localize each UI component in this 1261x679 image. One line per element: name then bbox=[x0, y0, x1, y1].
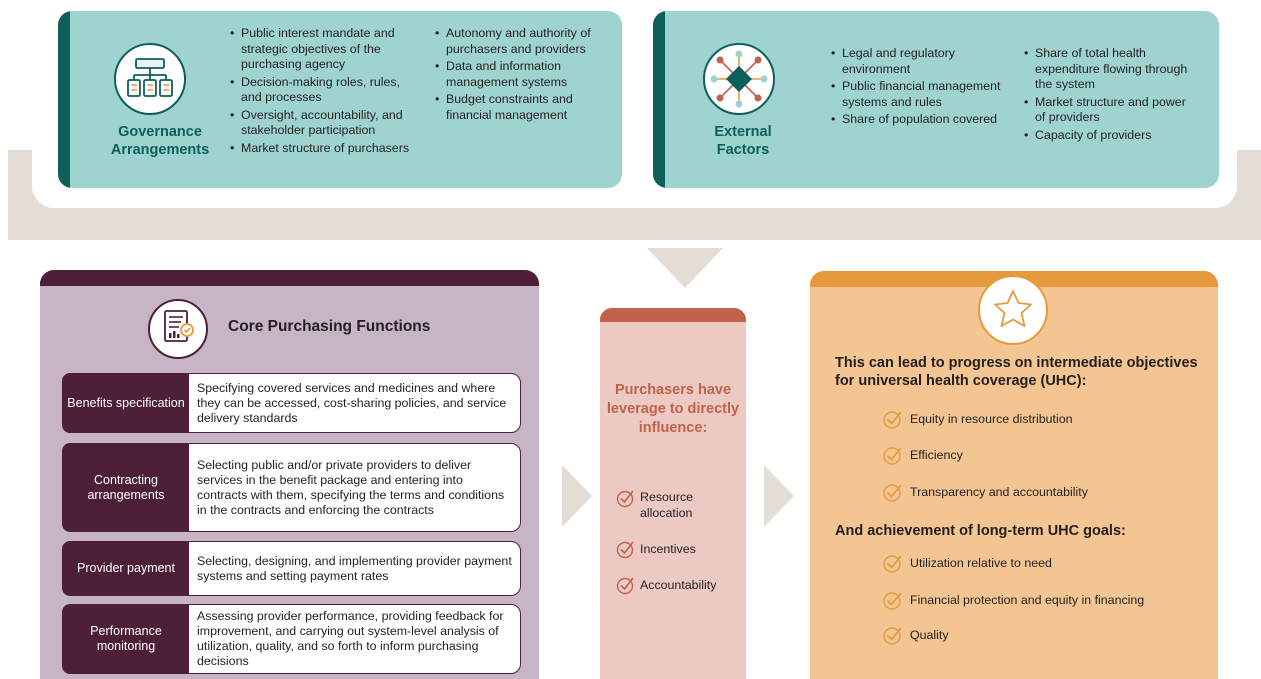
check-circle-icon bbox=[883, 411, 902, 429]
external-title: External Factors bbox=[688, 123, 798, 159]
governance-list-1: Public interest mandate and strategic ob… bbox=[229, 26, 421, 158]
longterm-item: Quality bbox=[910, 628, 949, 642]
check-circle-icon bbox=[883, 555, 902, 573]
intermediate-item: Transparency and accountability bbox=[910, 485, 1088, 499]
governance-item: Budget constraints and financial managem… bbox=[435, 92, 621, 123]
governance-title-line2: Arrangements bbox=[110, 142, 210, 158]
check-circle-icon bbox=[883, 592, 902, 610]
intermediate-item: Efficiency bbox=[910, 448, 963, 462]
org-chart-icon bbox=[114, 43, 186, 115]
longterm-item: Financial protection and equity in finan… bbox=[910, 593, 1145, 607]
right-arrow-1 bbox=[562, 465, 592, 527]
external-list-2: Share of total health expenditure flowin… bbox=[1023, 46, 1195, 145]
row-label-performance: Performance monitoring bbox=[62, 604, 190, 674]
external-item: Legal and regulatory environment bbox=[831, 46, 1002, 77]
core-functions-title: Core Purchasing Functions bbox=[228, 318, 431, 335]
row-text-performance-content: Assessing provider performance, providin… bbox=[197, 609, 504, 668]
external-list-1: Legal and regulatory environment Public … bbox=[830, 46, 1002, 130]
row-text-contracting: Selecting public and/or private provider… bbox=[188, 443, 521, 532]
row-text-performance: Assessing provider performance, providin… bbox=[188, 604, 521, 674]
external-accent-bar bbox=[653, 11, 665, 188]
leverage-accent-bar bbox=[600, 308, 746, 322]
governance-title: Governance Arrangements bbox=[94, 123, 226, 159]
external-title-line1: External bbox=[714, 124, 772, 140]
governance-item: Autonomy and authority of purchasers and… bbox=[435, 26, 621, 57]
longterm-heading: And achievement of long-term UHC goals: bbox=[835, 523, 1126, 539]
external-panel: External Factors Legal and regulatory en… bbox=[653, 11, 1219, 188]
intermediate-item: Equity in resource distribution bbox=[910, 412, 1073, 426]
governance-item: Public interest mandate and strategic ob… bbox=[230, 26, 421, 73]
leverage-heading: Purchasers have leverage to directly inf… bbox=[606, 382, 740, 436]
intermediate-heading: This can lead to progress on intermediat… bbox=[835, 355, 1198, 389]
external-item: Share of population covered bbox=[831, 112, 1002, 128]
check-circle-icon bbox=[883, 484, 902, 502]
governance-item: Decision-making roles, rules, and proces… bbox=[230, 75, 421, 106]
governance-accent-bar bbox=[58, 11, 70, 188]
check-circle-icon bbox=[616, 577, 634, 595]
longterm-item: Utilization relative to need bbox=[910, 556, 1052, 570]
row-text-contracting-content: Selecting public and/or private provider… bbox=[197, 457, 505, 517]
governance-list-2: Autonomy and authority of purchasers and… bbox=[434, 26, 621, 125]
leverage-panel bbox=[600, 308, 746, 679]
right-arrow-2 bbox=[764, 465, 794, 527]
core-functions-accent-bar bbox=[40, 270, 539, 286]
network-diamond-icon bbox=[703, 43, 775, 115]
external-item: Capacity of providers bbox=[1024, 128, 1195, 144]
governance-title-line1: Governance bbox=[118, 124, 202, 140]
external-title-line2: Factors bbox=[716, 142, 770, 158]
external-item: Public financial management systems and … bbox=[831, 79, 1002, 110]
leverage-item: Resource allocation bbox=[640, 490, 694, 520]
external-item: Market structure and power of providers bbox=[1024, 95, 1195, 126]
down-arrow bbox=[647, 248, 723, 288]
governance-panel: Governance Arrangements Public interest … bbox=[58, 11, 622, 188]
governance-item: Market structure of purchasers bbox=[230, 141, 421, 157]
row-label-provider-payment: Provider payment bbox=[62, 541, 190, 596]
report-icon bbox=[148, 299, 208, 359]
star-icon bbox=[978, 275, 1048, 345]
external-item: Share of total health expenditure flowin… bbox=[1024, 46, 1195, 93]
governance-item: Data and information management systems bbox=[435, 59, 621, 90]
check-circle-icon bbox=[616, 490, 634, 508]
row-text-provider-payment: Selecting, designing, and implementing p… bbox=[188, 541, 521, 596]
check-circle-icon bbox=[883, 627, 902, 645]
governance-item: Oversight, accountability, and stakehold… bbox=[230, 108, 421, 139]
row-text-benefits-content: Specifying covered services and medicine… bbox=[197, 380, 507, 425]
row-label-contracting: Contracting arrangements bbox=[62, 443, 190, 532]
row-text-provider-payment-content: Selecting, designing, and implementing p… bbox=[197, 553, 512, 583]
row-label-benefits: Benefits specification bbox=[62, 373, 190, 433]
check-circle-icon bbox=[883, 447, 902, 465]
row-text-benefits: Specifying covered services and medicine… bbox=[188, 373, 521, 433]
leverage-item: Accountability bbox=[640, 578, 717, 592]
leverage-item: Incentives bbox=[640, 542, 696, 556]
check-circle-icon bbox=[616, 541, 634, 559]
